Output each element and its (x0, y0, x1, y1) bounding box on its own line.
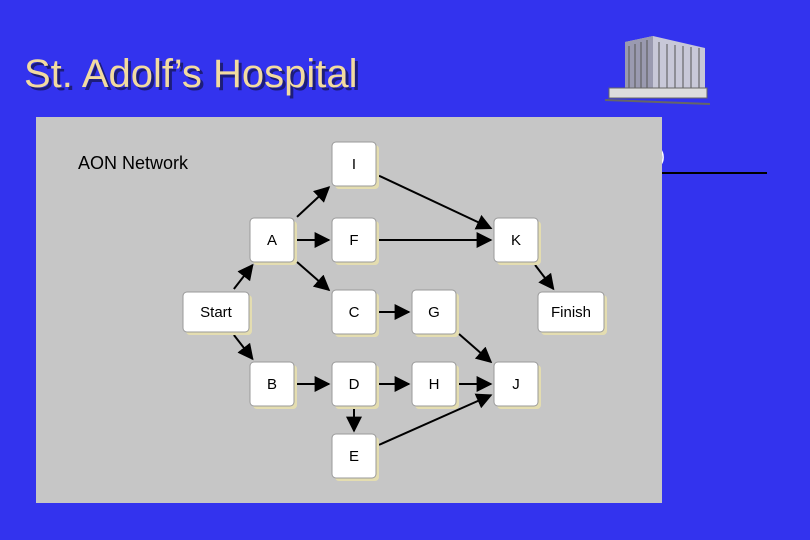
node-label: E (349, 448, 359, 465)
node-start: Start (183, 292, 252, 335)
heading-underline (662, 172, 767, 174)
slide-title: St. Adolf’s Hospital (24, 52, 358, 97)
node-label: F (349, 232, 358, 249)
node-f: F (332, 218, 379, 265)
node-label: K (511, 232, 521, 249)
node-h: H (412, 362, 459, 409)
node-label: D (349, 376, 360, 393)
edge-g-to-j (459, 334, 491, 362)
node-label: I (352, 156, 356, 173)
node-label: H (429, 376, 440, 393)
edge-k-to-finish (535, 265, 553, 289)
node-label: C (349, 304, 360, 321)
node-c: C (332, 290, 379, 337)
node-label: Finish (551, 304, 591, 321)
edge-a-to-c (297, 262, 329, 290)
node-label: J (512, 376, 520, 393)
edge-start-to-a (234, 265, 253, 289)
node-j: J (494, 362, 541, 409)
node-label: Start (200, 304, 233, 321)
node-label: G (428, 304, 440, 321)
node-b: B (250, 362, 297, 409)
node-label: B (267, 376, 277, 393)
node-a: A (250, 218, 297, 265)
hospital-building-icon (605, 34, 710, 106)
node-label: A (267, 232, 277, 249)
node-i: I (332, 142, 379, 189)
edge-a-to-i (297, 187, 329, 217)
node-g: G (412, 290, 459, 337)
node-k: K (494, 218, 541, 265)
edge-start-to-b (234, 335, 253, 359)
edge-i-to-k (379, 176, 491, 229)
aon-network-diagram: Start Finish A B C D E F G H I J K (36, 117, 662, 503)
node-d: D (332, 362, 379, 409)
node-e: E (332, 434, 379, 481)
node-finish: Finish (538, 292, 607, 335)
